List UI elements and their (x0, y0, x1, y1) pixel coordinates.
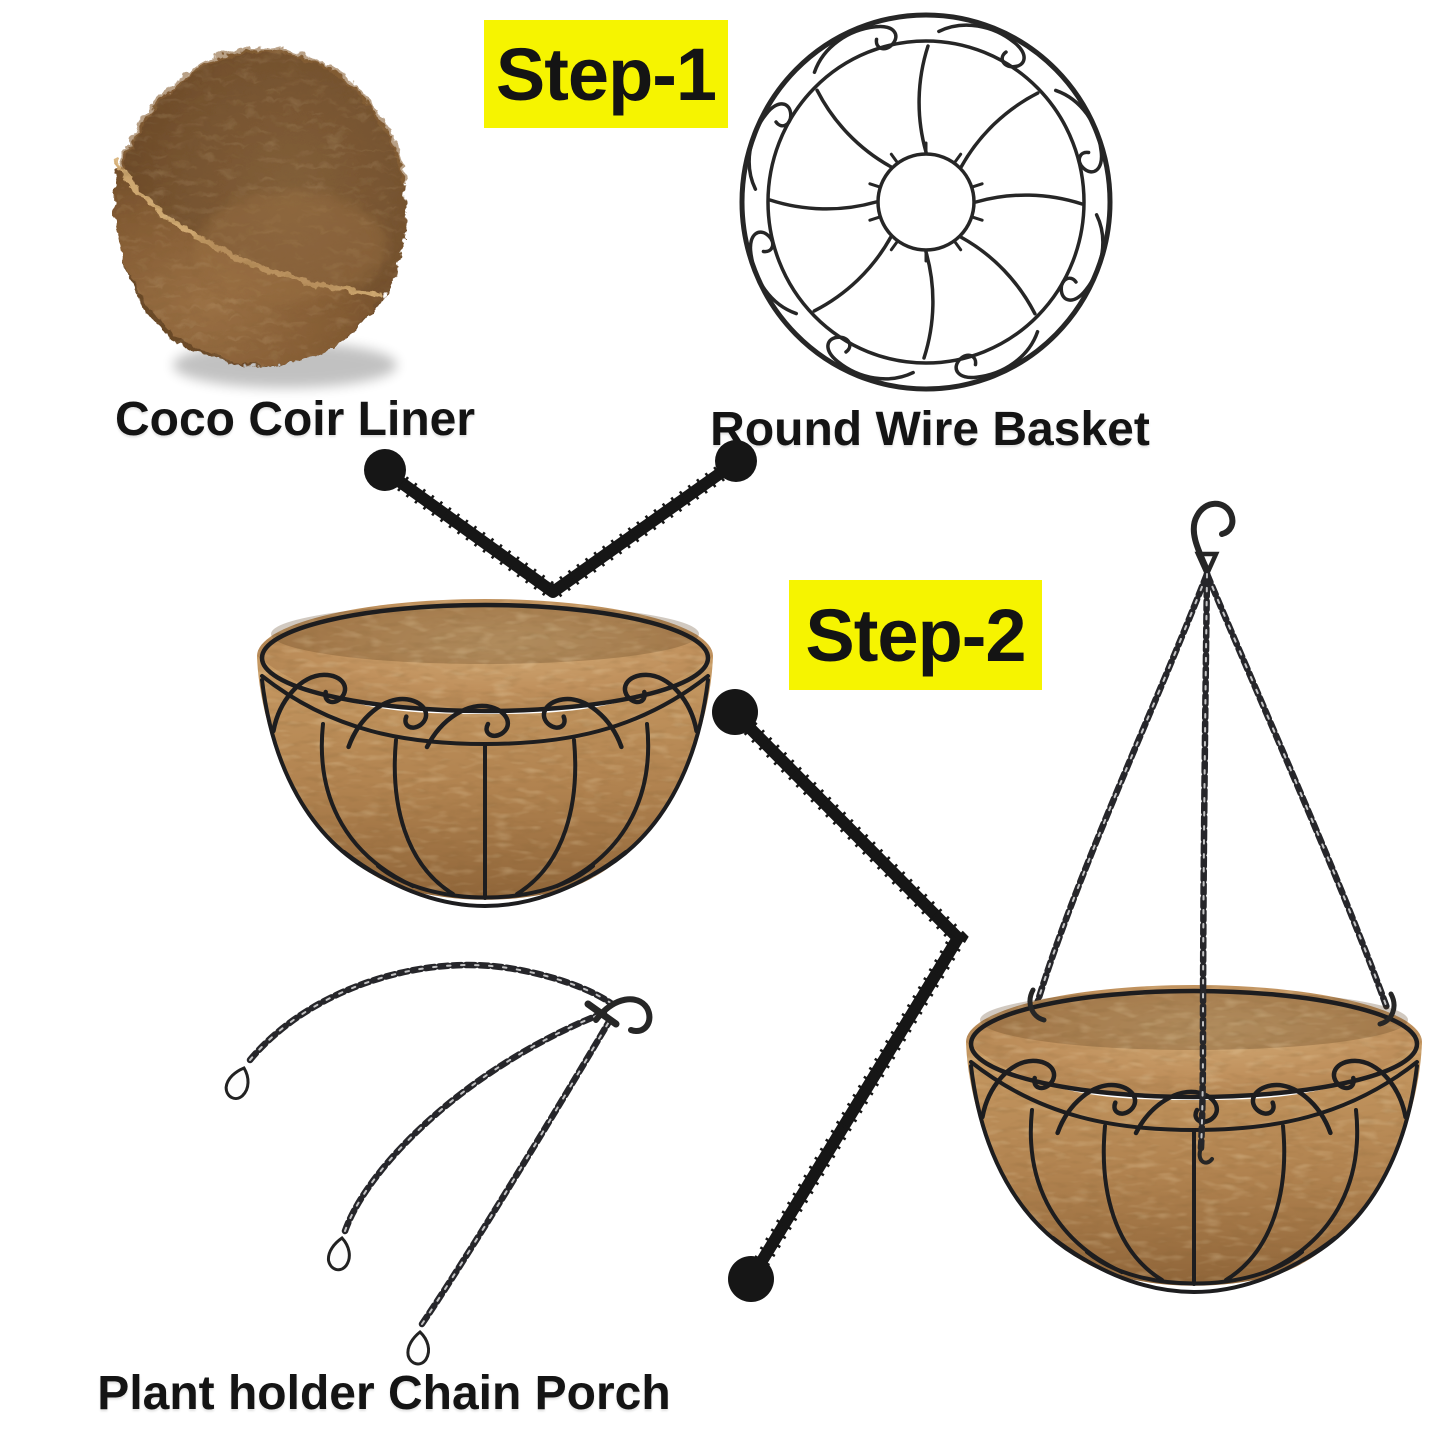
assembled-basket-photo (248, 590, 723, 910)
connector-dot (364, 449, 406, 491)
step1-connector (364, 440, 757, 603)
wire-basket-rim-scrolls (733, 9, 1119, 395)
step2-connector (712, 689, 969, 1302)
hanger-hook (593, 996, 653, 1035)
connector-dot (728, 1256, 774, 1302)
hanger-knot (584, 1000, 620, 1028)
caption-coco-coir-liner: Coco Coir Liner (114, 393, 476, 446)
hanging-basket-photo (945, 500, 1445, 1308)
step-2-badge: Step-2 (789, 580, 1042, 690)
step-1-label: Step-1 (495, 32, 717, 116)
wire-basket-spokes (733, 9, 1119, 395)
hanger-chains (246, 961, 616, 1328)
chain-clip (221, 1062, 255, 1103)
hanging-hook (1190, 500, 1236, 573)
step-1-badge: Step-1 (484, 20, 728, 128)
step-2-label: Step-2 (805, 593, 1026, 677)
rim-attachment-hook (1027, 987, 1047, 1023)
chain-clip (405, 1330, 431, 1366)
hanging-chains-back (1033, 570, 1391, 1012)
chain-clip (325, 1235, 353, 1273)
hanging-chain-middle (1197, 570, 1214, 1165)
rim-attachment-hook (1377, 991, 1397, 1027)
caption-plant-holder-chain: Plant holder Chain Porch (97, 1367, 671, 1420)
hanging-knot (1194, 551, 1220, 580)
chain-hanger-drawing (221, 961, 653, 1366)
caption-round-wire-basket: Round Wire Basket (710, 403, 1150, 456)
round-wire-basket-drawing (733, 9, 1119, 395)
coco-coir-liner-photo (111, 45, 405, 388)
